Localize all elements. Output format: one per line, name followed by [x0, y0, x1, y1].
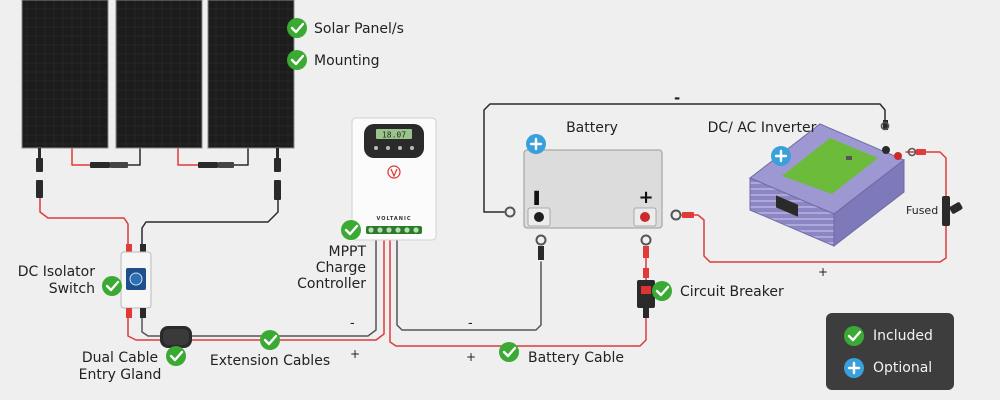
array-negative-wire — [141, 199, 279, 247]
mc4-connector-7 — [198, 162, 218, 168]
battery-cable-label: Battery Cable — [528, 350, 624, 366]
mc4-connector-5 — [90, 162, 110, 168]
inverter-cable-terminals — [880, 120, 926, 157]
extension-cables-label: Extension Cables — [210, 353, 330, 369]
fuse-holder — [942, 196, 963, 226]
plus-circle-icon — [844, 358, 864, 378]
plus-circle-icon — [771, 146, 791, 166]
mc4-connector-2 — [36, 180, 43, 198]
mppt-label-line3: Controller — [297, 276, 366, 292]
mppt-brand-label: VOLTANIC — [377, 216, 412, 222]
mc4-connector-6 — [110, 162, 128, 168]
battery: ▌ + — [523, 149, 663, 229]
legend-included-label: Included — [873, 328, 933, 344]
check-circle-icon — [287, 50, 307, 70]
solar-panels — [21, 0, 295, 200]
check-circle-icon — [844, 326, 864, 346]
extension-negative-sign: - — [350, 316, 355, 331]
dc-ac-inverter — [749, 123, 905, 248]
mounting-label: Mounting — [314, 53, 380, 69]
panel-link-wire-1 — [71, 147, 91, 166]
circuit-breaker-label: Circuit Breaker — [680, 284, 784, 300]
wiring — [39, 103, 947, 347]
mppt-charge-controller: 18.07 VOLTANIC — [351, 117, 437, 241]
ring-terminals — [504, 206, 694, 260]
check-circle-icon — [260, 330, 280, 350]
battery-negative-sign: - — [468, 316, 473, 331]
check-circle-icon — [287, 18, 307, 38]
mc4-connector-4 — [274, 180, 281, 200]
circuit-breaker — [637, 268, 655, 318]
check-circle-icon — [102, 276, 122, 296]
dc-isolator-switch — [120, 244, 152, 318]
check-circle-icon — [341, 220, 361, 240]
legend-optional-label: Optional — [873, 360, 932, 376]
battery-positive-sign: + — [466, 350, 476, 364]
array-positive-wire — [39, 197, 129, 247]
legend: Included Optional — [826, 313, 954, 390]
plus-circle-icon — [526, 134, 546, 154]
panel-link-wire-3 — [177, 147, 199, 166]
solar-panels-label: Solar Panel/s — [314, 21, 404, 37]
panel-link-wire-2 — [127, 147, 141, 166]
mppt-lcd-readout: 18.07 — [382, 131, 406, 140]
gland-label-line2: Entry Gland — [79, 367, 162, 383]
check-circle-icon — [166, 346, 186, 366]
inverter-negative-wire — [483, 103, 886, 213]
mc4-connector-3 — [274, 158, 281, 172]
extension-positive-sign: + — [350, 347, 360, 361]
battery-negative-wire — [396, 239, 542, 331]
battery-positive-terminal-sign: + — [638, 187, 653, 208]
check-circle-icon — [652, 281, 672, 301]
inverter-positive-wire — [681, 151, 947, 263]
mppt-label-line1: MPPT — [328, 244, 366, 260]
mppt-label-line2: Charge — [316, 260, 366, 276]
inverter-negative-sign: - — [674, 89, 680, 107]
mc4-connector-8 — [218, 162, 234, 168]
panel-cable-1 — [38, 148, 41, 160]
check-circle-icon — [499, 342, 519, 362]
dc-isolator-label-line2: Switch — [49, 281, 95, 297]
battery-positive-wire — [389, 239, 647, 347]
solar-panel-2 — [115, 0, 203, 149]
battery-label: Battery — [566, 120, 618, 136]
panel-link-wire-4 — [233, 147, 249, 166]
solar-panel-1 — [21, 0, 109, 149]
solar-panel-3 — [207, 0, 295, 149]
cable-entry-gland — [160, 326, 192, 348]
dc-isolator-label-line1: DC Isolator — [18, 264, 96, 280]
inverter-label: DC/ AC Inverter — [708, 120, 817, 136]
battery-negative-terminal-sign: ▌ — [533, 190, 543, 205]
mc4-connector-1 — [36, 158, 43, 172]
panel-cable-2 — [276, 148, 279, 160]
voltanic-logo-icon — [387, 165, 401, 179]
fused-label: Fused — [906, 204, 938, 217]
inverter-positive-sign: + — [818, 265, 828, 279]
gland-label-line1: Dual Cable — [82, 350, 158, 366]
